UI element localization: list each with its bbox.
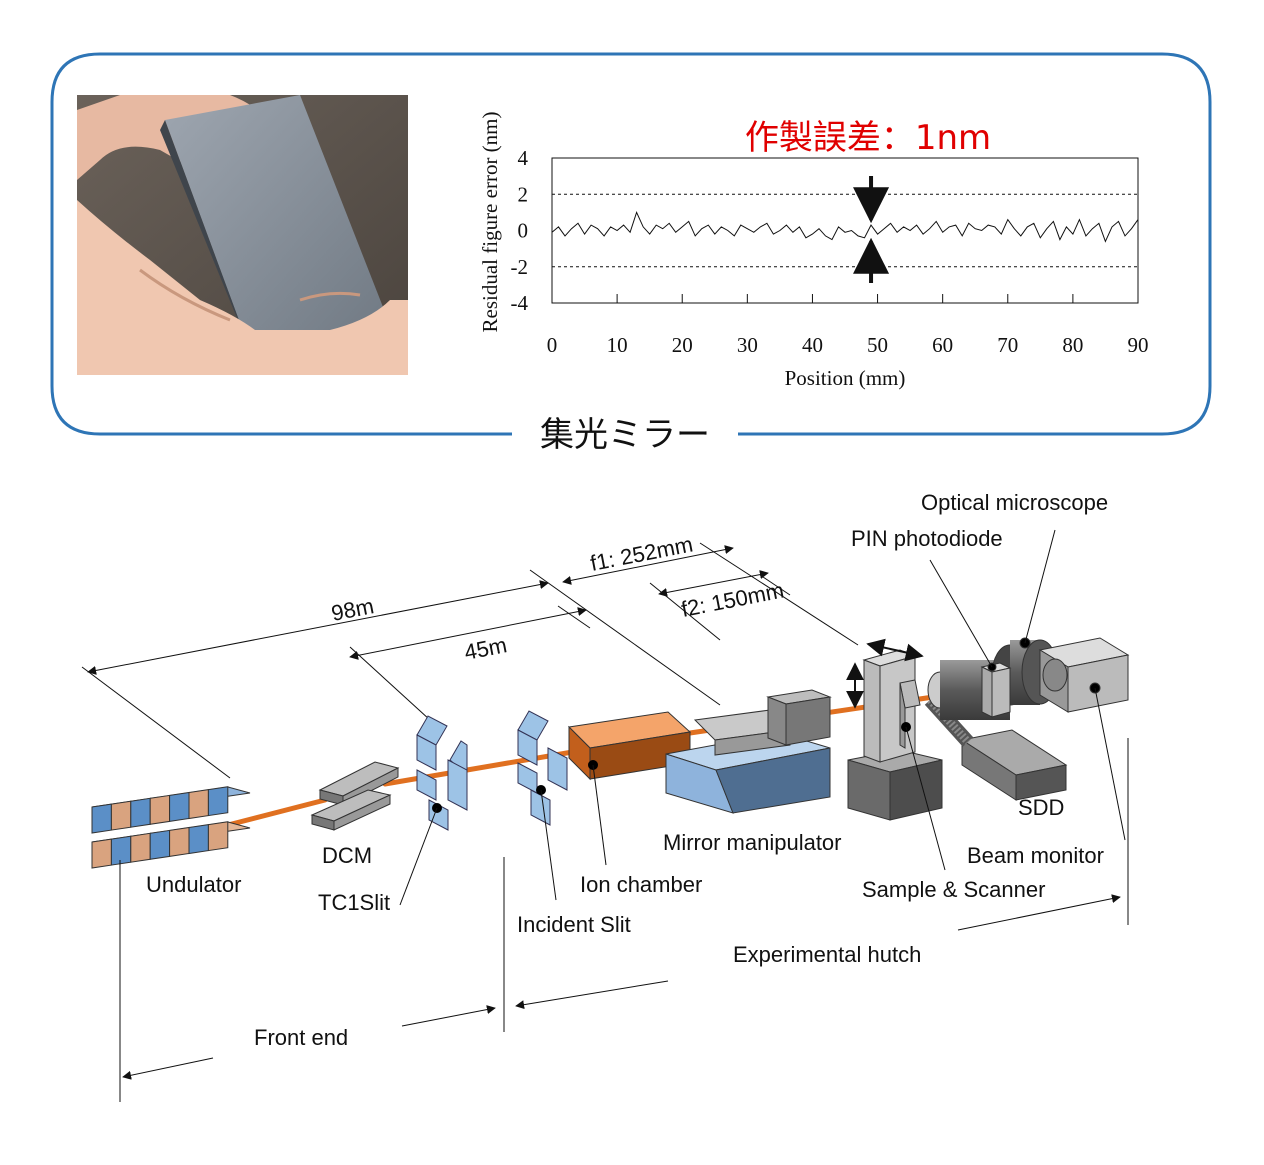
front-end-arrow-right: [401, 1005, 496, 1027]
tc1-slit: [416, 715, 468, 831]
label-undulator: Undulator: [146, 872, 241, 897]
dcm: [310, 761, 400, 831]
dim-45m: [349, 607, 587, 660]
label-front-end: Front end: [254, 1025, 348, 1050]
leader-lines: [399, 529, 1126, 906]
y-tick-label-3: -2: [511, 255, 529, 279]
x-tick-label-0: 0: [547, 333, 558, 357]
incident-slit: [517, 710, 568, 826]
hutch-arrow-left: [515, 980, 669, 1010]
mirror-photo: [77, 95, 408, 375]
x-tick-label-9: 90: [1128, 333, 1149, 357]
label-sample-scanner: Sample & Scanner: [862, 877, 1045, 902]
dim-f2: [658, 570, 769, 597]
x-tick-labels: 0 10 20 30 40 50 60 70 80 90: [547, 333, 1149, 357]
zone-boundaries: [119, 738, 1129, 1102]
panel-title: 集光ミラー: [540, 415, 710, 455]
undulator-magnet-bottom: [207, 821, 229, 852]
undulator-magnet-bottom: [188, 824, 209, 855]
y-tick-label-0: 4: [518, 146, 529, 170]
label-beam-monitor: Beam monitor: [967, 843, 1104, 868]
figure-error-series-line: [551, 211, 1139, 243]
label-tc1slit: TC1Slit: [318, 890, 390, 915]
undulator-magnet-bottom: [110, 835, 132, 866]
beamline-diagram: 98m 45m f1: 252mm f2: 150mm: [81, 490, 1130, 1102]
undulator-magnet-top: [188, 789, 209, 820]
label-f2: f2: 150mm: [679, 578, 786, 622]
dim-f1: [562, 545, 734, 585]
plot-frame: [551, 157, 1139, 304]
label-f1: f1: 252mm: [588, 532, 695, 576]
x-tick-label-3: 30: [737, 333, 758, 357]
undulator-magnet-bottom: [91, 838, 112, 869]
label-mirror-manipulator: Mirror manipulator: [663, 830, 842, 855]
front-end-arrow-left: [122, 1057, 214, 1080]
panel-border: [50, 52, 1212, 436]
label-45m: 45m: [462, 632, 509, 665]
label-ion-chamber: Ion chamber: [580, 872, 702, 897]
x-tick-label-7: 70: [997, 333, 1018, 357]
undulator-magnet-top: [91, 803, 112, 834]
label-experimental-hutch: Experimental hutch: [733, 942, 921, 967]
y-tick-label-1: 2: [518, 182, 529, 206]
y-tick-label-4: -4: [511, 291, 529, 315]
ion-chamber: [567, 711, 692, 781]
label-dcm: DCM: [322, 843, 372, 868]
reference-lines: [552, 193, 1138, 268]
x-tick-label-5: 50: [867, 333, 888, 357]
x-tick-label-4: 40: [802, 333, 823, 357]
label-98m: 98m: [329, 593, 376, 626]
undulator-magnet-bottom: [149, 829, 171, 860]
label-incident-slit: Incident Slit: [517, 912, 631, 937]
undulator-magnet-top: [149, 794, 171, 825]
y-axis-label: Residual figure error (nm): [478, 111, 502, 332]
undulator: [91, 786, 251, 869]
label-optical-microscope: Optical microscope: [921, 490, 1108, 515]
undulator-magnet-bottom: [169, 826, 190, 857]
undulator-magnet-top: [207, 786, 229, 817]
undulator-magnet-bottom: [130, 832, 151, 863]
dimension-lines: [81, 542, 859, 779]
scanner-horizontal-arrow-icon: [866, 638, 924, 662]
x-tick-marks: [616, 294, 1074, 303]
x-tick-label-6: 60: [932, 333, 953, 357]
hutch-arrow-right: [957, 894, 1121, 931]
undulator-magnet-top: [169, 791, 190, 822]
sample-scanner: [847, 649, 943, 821]
error-annotation: 作製誤差：1nm: [745, 118, 991, 158]
dim-98m: [87, 580, 549, 675]
y-tick-labels: 4 2 0 -2 -4: [511, 146, 529, 315]
x-axis-label: Position (mm): [785, 366, 906, 390]
undulator-magnet-top: [110, 800, 132, 831]
y-tick-label-2: 0: [518, 219, 529, 243]
pin-photodiode: [980, 662, 1012, 718]
x-tick-label-2: 20: [672, 333, 693, 357]
undulator-magnet-top: [130, 797, 151, 828]
label-sdd: SDD: [1018, 795, 1064, 820]
mirror-manipulator: [665, 689, 832, 814]
label-pin-photodiode: PIN photodiode: [851, 526, 1003, 551]
x-tick-label-1: 10: [607, 333, 628, 357]
beam-monitor: [1038, 637, 1130, 713]
x-tick-label-8: 80: [1062, 333, 1083, 357]
point-markers: [432, 722, 911, 813]
